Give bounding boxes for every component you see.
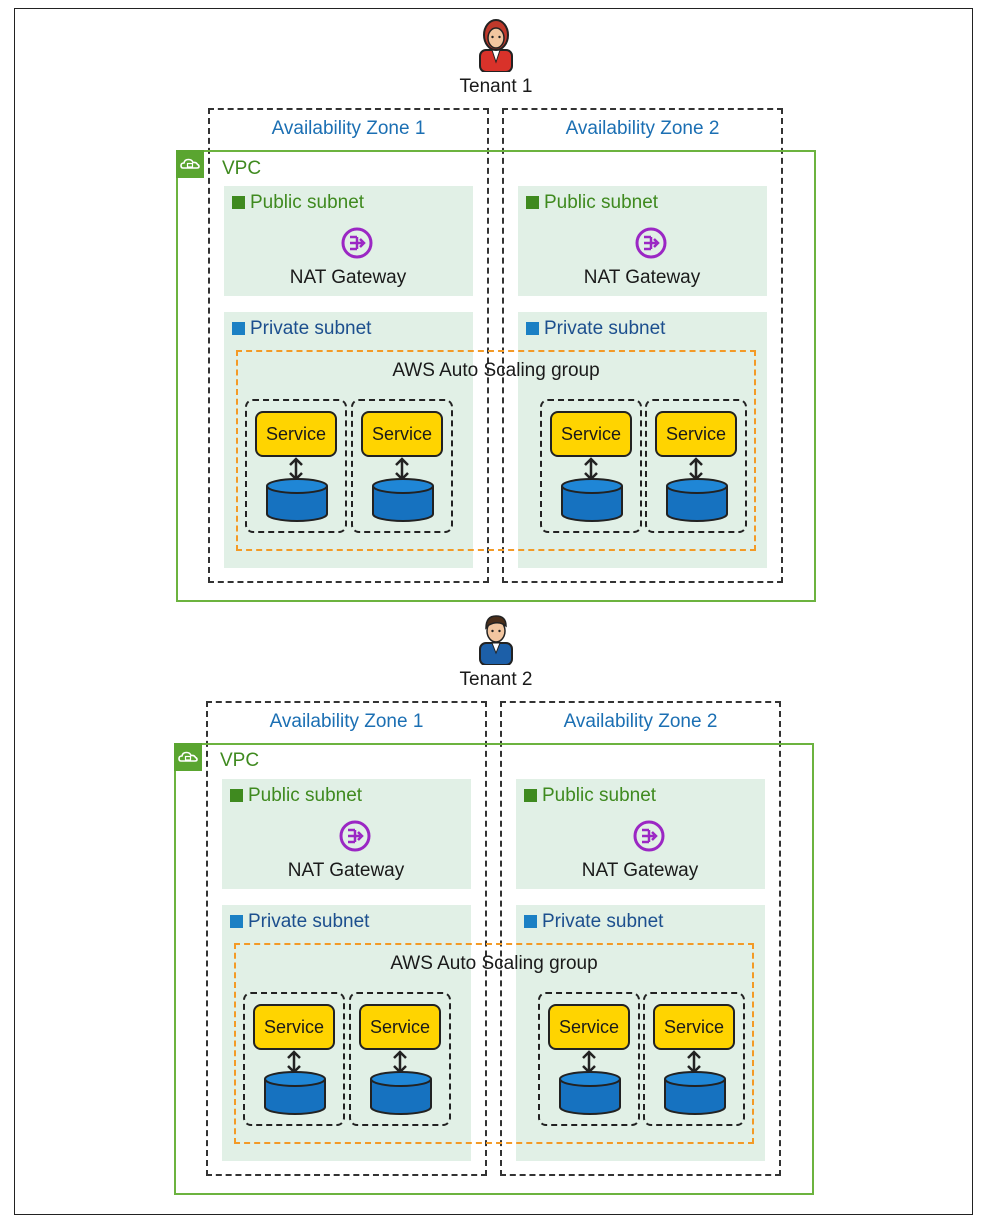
public-subnet-az2: Public subnet bbox=[516, 779, 765, 889]
availability-zone-1 bbox=[208, 108, 489, 583]
database-icon bbox=[561, 478, 623, 522]
nat-gateway-icon bbox=[339, 820, 371, 852]
public-subnet-az2: Public subnet bbox=[518, 186, 767, 296]
database-icon bbox=[664, 1071, 726, 1115]
service-box: Service bbox=[548, 1004, 630, 1050]
service-box: Service bbox=[253, 1004, 335, 1050]
nat-gateway-label: NAT Gateway bbox=[583, 267, 701, 288]
lock-icon bbox=[524, 915, 537, 928]
availability-zone-2 bbox=[500, 701, 781, 1176]
database-icon bbox=[266, 478, 328, 522]
lock-icon bbox=[230, 915, 243, 928]
availability-zone-1-label: Availability Zone 1 bbox=[269, 711, 424, 732]
service-box: Service bbox=[255, 411, 337, 457]
private-subnet-label: Private subnet bbox=[250, 318, 372, 339]
instance-group: Service bbox=[538, 992, 640, 1126]
female-user-icon bbox=[479, 19, 513, 72]
instance-group: Service bbox=[243, 992, 345, 1126]
instance-group: Service bbox=[540, 399, 642, 533]
instance-group: Service bbox=[349, 992, 451, 1126]
availability-zone-2-label: Availability Zone 2 bbox=[563, 711, 718, 732]
nat-gateway-label: NAT Gateway bbox=[581, 860, 699, 881]
instance-group: Service bbox=[645, 399, 747, 533]
public-subnet-label: Public subnet bbox=[542, 785, 657, 806]
vpc-boundary bbox=[174, 743, 814, 1195]
tenant-label: Tenant 1 bbox=[459, 76, 533, 97]
vpc-cloud-icon bbox=[174, 743, 202, 771]
auto-scaling-group bbox=[236, 350, 756, 551]
public-subnet-label: Public subnet bbox=[248, 785, 363, 806]
public-subnet-label: Public subnet bbox=[544, 192, 659, 213]
nat-gateway-icon bbox=[633, 820, 665, 852]
private-subnet-label: Private subnet bbox=[542, 911, 664, 932]
male-user-icon bbox=[479, 615, 513, 665]
availability-zone-1 bbox=[206, 701, 487, 1176]
public-subnet-az1: Public subnet bbox=[224, 186, 473, 296]
instance-group: Service bbox=[245, 399, 347, 533]
database-icon bbox=[264, 1071, 326, 1115]
availability-zone-2 bbox=[502, 108, 783, 583]
instance-group: Service bbox=[351, 399, 453, 533]
lock-icon bbox=[232, 196, 245, 209]
public-subnet-az1: Public subnet bbox=[222, 779, 471, 889]
tenant-label: Tenant 2 bbox=[459, 669, 533, 690]
diagram-frame bbox=[14, 8, 973, 1215]
auto-scaling-group-label: AWS Auto Scaling group bbox=[392, 360, 600, 381]
lock-icon bbox=[526, 196, 539, 209]
service-box: Service bbox=[653, 1004, 735, 1050]
lock-icon bbox=[526, 322, 539, 335]
instance-group: Service bbox=[643, 992, 745, 1126]
lock-icon bbox=[230, 789, 243, 802]
nat-gateway-icon bbox=[635, 227, 667, 259]
public-subnet-label: Public subnet bbox=[250, 192, 365, 213]
availability-zone-2-label: Availability Zone 2 bbox=[565, 118, 720, 139]
auto-scaling-group bbox=[234, 943, 754, 1144]
nat-gateway-label: NAT Gateway bbox=[289, 267, 407, 288]
lock-icon bbox=[524, 789, 537, 802]
vpc-cloud-icon bbox=[176, 150, 204, 178]
tenant-1-section: Tenant 1 Availability Zone 1 Availabilit… bbox=[0, 0, 983, 602]
nat-gateway-label: NAT Gateway bbox=[287, 860, 405, 881]
vpc-label: VPC bbox=[222, 158, 262, 179]
lock-icon bbox=[232, 322, 245, 335]
service-box: Service bbox=[550, 411, 632, 457]
service-box: Service bbox=[655, 411, 737, 457]
database-icon bbox=[370, 1071, 432, 1115]
nat-gateway-icon bbox=[341, 227, 373, 259]
tenant-2-section: Tenant 2 Availability Zone 1 Availabilit… bbox=[0, 593, 983, 1195]
service-box: Service bbox=[361, 411, 443, 457]
private-subnet-label: Private subnet bbox=[248, 911, 370, 932]
vpc-boundary bbox=[176, 150, 816, 602]
availability-zone-1-label: Availability Zone 1 bbox=[271, 118, 426, 139]
vpc-label: VPC bbox=[220, 750, 260, 771]
database-icon bbox=[559, 1071, 621, 1115]
auto-scaling-group-label: AWS Auto Scaling group bbox=[390, 953, 598, 974]
service-box: Service bbox=[359, 1004, 441, 1050]
database-icon bbox=[372, 478, 434, 522]
private-subnet-label: Private subnet bbox=[544, 318, 666, 339]
database-icon bbox=[666, 478, 728, 522]
